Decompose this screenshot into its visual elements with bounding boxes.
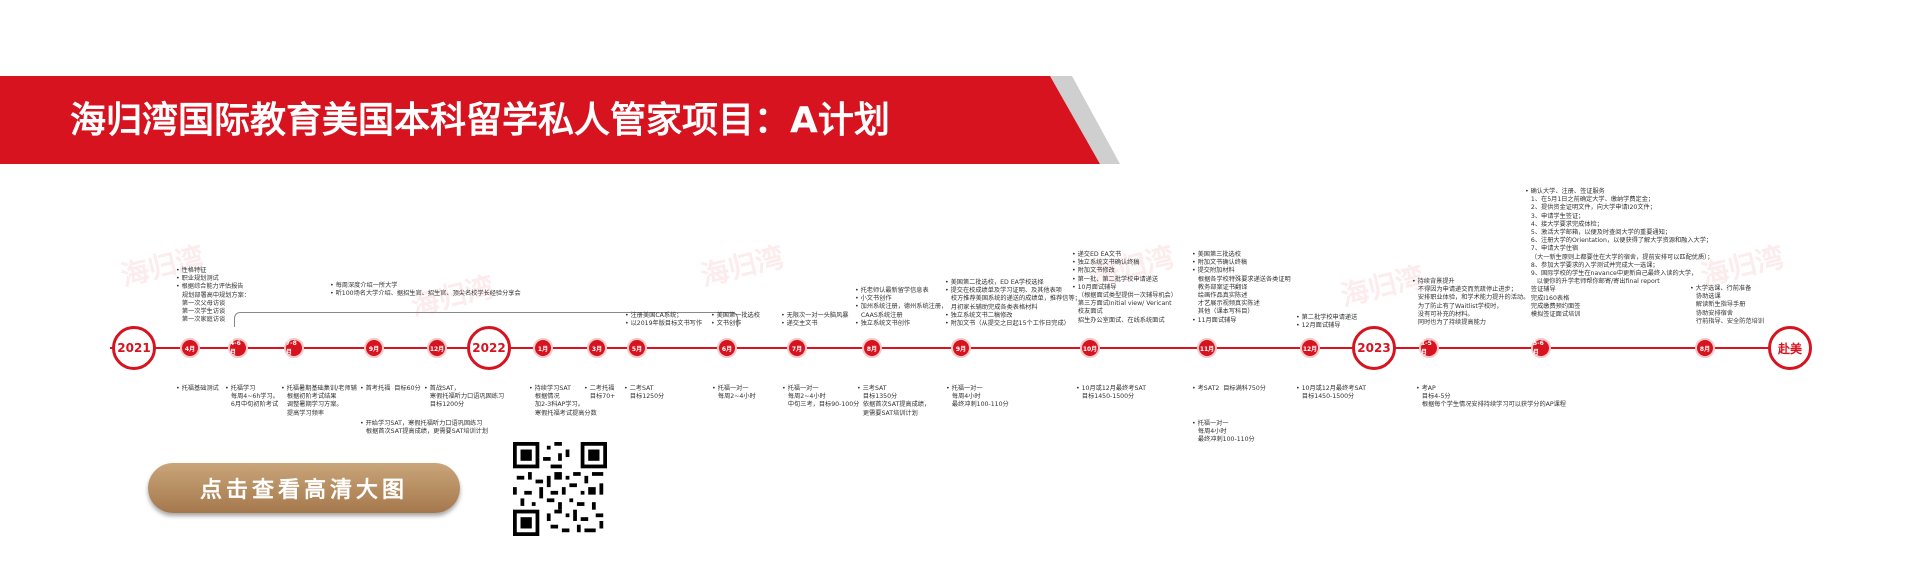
year-marker-2023: 2023 bbox=[1352, 326, 1396, 370]
watermark-logo: 海归湾 bbox=[697, 240, 788, 293]
year-marker-arrival: 赴美 bbox=[1768, 326, 1812, 370]
timeline-note: • 第二批学校申请递送 • 12月面试辅导 bbox=[1296, 314, 1358, 330]
year-marker-2021: 2021 bbox=[112, 326, 156, 370]
month-dot: 5-6月 bbox=[1531, 338, 1551, 358]
month-dot: 7月 bbox=[787, 338, 807, 358]
timeline-note: • 三考SAT 目标1350分 依据首次SAT提高成绩， 更需要SAT培训计划 bbox=[857, 385, 931, 417]
timeline-note: • 10月或12月最终考SAT 目标1450-1500分 bbox=[1076, 385, 1147, 401]
month-dot: 9月 bbox=[951, 338, 971, 358]
timeline-note: • 开始学习SAT，寒假托福听力口语巩固练习 根据首次SAT提高成绩，更需要SA… bbox=[360, 420, 489, 436]
timeline-note: • 二考SAT 目标1250分 bbox=[624, 385, 665, 401]
month-dot: 12月 bbox=[1300, 338, 1320, 358]
year-marker-2022: 2022 bbox=[467, 326, 511, 370]
timeline-note: • 考AP 目标4-5分 根据每个学生情况安排持续学习可以获学分的AP课程 bbox=[1416, 385, 1566, 409]
month-dot: 12月 bbox=[427, 338, 447, 358]
timeline-note: • 美国第二批选校，ED EA学校选择 • 提交在校成绩单及学习证明、及其他表项… bbox=[945, 279, 1081, 328]
timeline-note: • 托福一对一 每周2~4小时 bbox=[712, 385, 756, 401]
timeline-note: • 美国第三批选校 • 附加文书确认终稿 • 提交附加材料 根据各学校特殊要求递… bbox=[1192, 251, 1291, 324]
month-dot: 4月 bbox=[180, 338, 200, 358]
page-title: 海归湾国际教育美国本科留学私人管家项目：A计划 bbox=[70, 100, 890, 141]
timeline-note: • 托福一对一 每周2~4小时 中旬三考，目标90-100分 bbox=[782, 385, 860, 409]
month-dot: 11月 bbox=[1197, 338, 1217, 358]
timeline-note: • 10月或12月最终考SAT 目标1450-1500分 bbox=[1296, 385, 1367, 401]
timeline-note: • 注册美国CA系统； • 以2019年版目标文书写作 bbox=[625, 312, 703, 328]
timeline-note: • 无限次一对一头脑风暴 • 递交主文书 bbox=[781, 312, 849, 328]
timeline-note: • 递交ED EA文书 • 独立系统文书确认终稿 • 附加文书修改 • 第一批、… bbox=[1072, 251, 1177, 324]
title-banner bbox=[0, 76, 1100, 164]
timeline-note: • 每周深度介绍一所大学 • 听100场名大学介绍、据招生官、招生官、顶尖名校学… bbox=[330, 282, 521, 298]
view-hd-image-button[interactable]: 点击查看高清大图 bbox=[148, 463, 460, 513]
month-dot: 5月 bbox=[627, 338, 647, 358]
timeline-note: • 考SAT2 目标满科750分 bbox=[1192, 385, 1266, 392]
timeline-note: • 托福一对一 每周4小时 最终冲刺100-110分 bbox=[946, 385, 1009, 409]
timeline-note: • 托福一对一 每周4小时 最终冲刺100-110分 bbox=[1192, 420, 1255, 444]
timeline-note: • 确认大学、注册、签证服务 1、在5月1日之前确定大学、缴纳学费定金； 2、提… bbox=[1525, 188, 1714, 319]
month-dot: 6月 bbox=[717, 338, 737, 358]
timeline-note: • 二考托福 目标70+ bbox=[584, 385, 616, 401]
month-dot: 8月 bbox=[862, 338, 882, 358]
month-dot: 8月 bbox=[1695, 338, 1715, 358]
qr-code-icon bbox=[513, 442, 607, 536]
month-dot: 1-5月 bbox=[1419, 338, 1439, 358]
timeline-note: • 托福暑期基础集训/老师辅 根据初阶考试结果 调整暑期学习方案。 提高学习频率 bbox=[281, 385, 357, 417]
month-dot: 1月 bbox=[533, 338, 553, 358]
timeline-note: • 托福学习 每周4~6h学习。 6月中旬初阶考试 bbox=[225, 385, 279, 409]
timeline-note: • 性格特征 • 职业规划测试 • 根据综合能力评估报告 规划部署高中规划方案：… bbox=[176, 267, 250, 324]
timeline-bracket bbox=[234, 312, 738, 327]
month-dot: 10月 bbox=[1080, 338, 1100, 358]
timeline-note: • 首考托福 目标60分 bbox=[360, 385, 421, 392]
timeline-note: • 美国第一批选校 • 文书创作 bbox=[711, 312, 760, 328]
month-dot: 3月 bbox=[587, 338, 607, 358]
timeline-note: • 持续背景提升 不得因为申请递交而荒疏停止进步； 安排职业体验，和学术能力提升… bbox=[1412, 278, 1530, 327]
month-dot: 7-8月 bbox=[284, 338, 304, 358]
timeline-note: • 托老师认最新留学信息表 • 小文书创作 • 加州系统注册，德州系统注册， C… bbox=[855, 287, 948, 327]
timeline-note: • 托福基础测试 bbox=[176, 385, 219, 392]
timeline-note: • 首战SAT， 寒假托福听力口语巩固练习 目标1200分 bbox=[424, 385, 505, 409]
timeline-note: • 大学选课、行前准备 协助选课 解读新生指导手册 协助安排宿舍 行前指导、安全… bbox=[1690, 285, 1764, 325]
month-dot: 4-6月 bbox=[228, 338, 248, 358]
month-dot: 9月 bbox=[364, 338, 384, 358]
timeline-note: • 持续学习SAT 根据情况 加2-3科AP学习。 寒假托福考试提高分数 bbox=[529, 385, 597, 417]
timeline-axis bbox=[110, 347, 1780, 349]
